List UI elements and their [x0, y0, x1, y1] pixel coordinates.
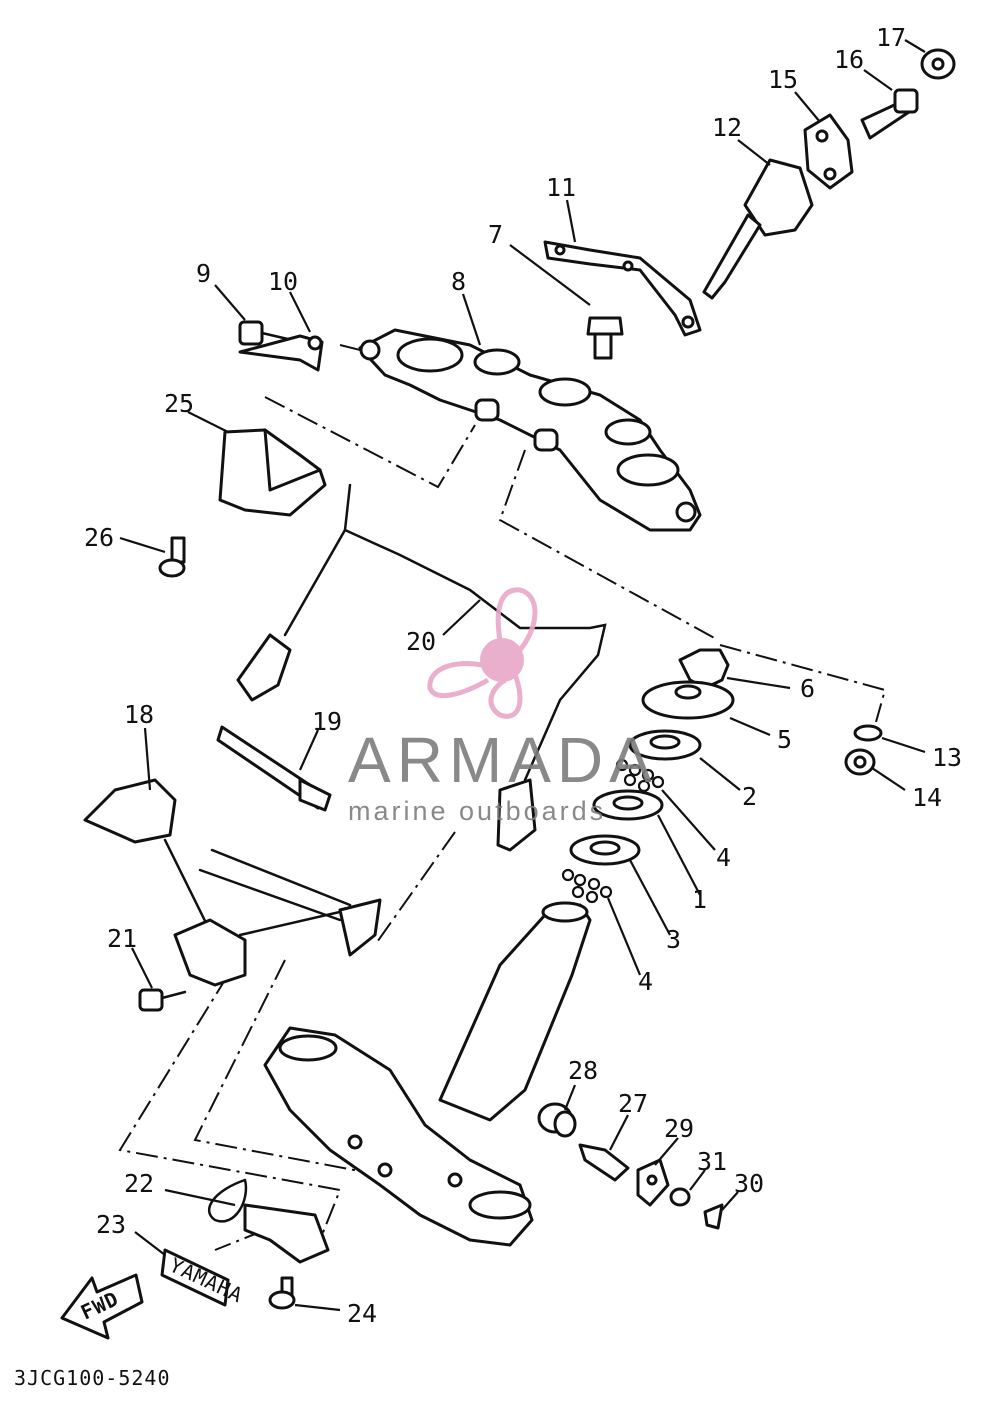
strap-19	[216, 725, 332, 812]
callout-25: 25	[164, 389, 194, 418]
callout-numbers: 1 2 3 4 4 5 6 7 8 9 10 11 12 13 14 15 16…	[84, 23, 962, 1328]
callout-2: 2	[742, 782, 757, 811]
washer-31	[669, 1187, 691, 1207]
callout-26: 26	[84, 523, 114, 552]
plate-29	[636, 1158, 670, 1207]
bolt-21	[138, 988, 187, 1012]
pin-27	[578, 1143, 630, 1182]
bolt-7	[586, 316, 624, 360]
propeller-logo	[427, 587, 538, 719]
lever-12	[702, 158, 814, 300]
callout-12: 12	[712, 113, 742, 142]
spring-22	[208, 1178, 248, 1223]
rod-20	[236, 483, 607, 852]
callout-10: 10	[268, 267, 298, 296]
nut-14	[844, 748, 876, 776]
callout-15: 15	[768, 65, 798, 94]
watermark: ARMADA marine outboards	[348, 587, 658, 826]
callout-6: 6	[800, 674, 815, 703]
callout-14: 14	[912, 783, 942, 812]
callout-1: 1	[692, 885, 707, 914]
callout-16: 16	[834, 45, 864, 74]
watermark-brand: ARMADA	[348, 724, 658, 796]
callout-4-lower: 4	[638, 967, 653, 996]
callout-31: 31	[697, 1147, 727, 1176]
callout-27: 27	[618, 1089, 648, 1118]
cover-22	[243, 1203, 330, 1264]
nut-17	[920, 48, 956, 80]
callout-4-upper: 4	[716, 843, 731, 872]
callout-17: 17	[876, 23, 906, 52]
bracket-18	[83, 778, 382, 987]
steering-stem	[263, 901, 592, 1247]
diagram-code: 3JCG100-5240	[14, 1366, 171, 1390]
pin-30	[703, 1203, 724, 1230]
callout-13: 13	[932, 743, 962, 772]
callout-21: 21	[107, 924, 137, 953]
watermark-tagline: marine outboards	[348, 796, 606, 826]
bolt-26	[158, 536, 186, 578]
emblem-23: YAMAHA	[160, 1248, 247, 1308]
callout-11: 11	[546, 173, 576, 202]
bracket-25	[218, 428, 327, 517]
plate-11	[543, 240, 702, 337]
callout-7: 7	[488, 220, 503, 249]
clamp-15	[803, 113, 854, 190]
callout-22: 22	[124, 1169, 154, 1198]
callout-28: 28	[568, 1056, 598, 1085]
emblem-text: YAMAHA	[166, 1253, 247, 1308]
callout-30: 30	[734, 1169, 764, 1198]
callout-29: 29	[664, 1114, 694, 1143]
callout-5: 5	[777, 725, 792, 754]
callout-19: 19	[312, 707, 342, 736]
screw-24	[268, 1276, 296, 1310]
bolt-16	[860, 88, 919, 140]
callout-3: 3	[666, 925, 681, 954]
leader-lines	[119, 39, 926, 1312]
callout-20: 20	[406, 627, 436, 656]
callout-18: 18	[124, 700, 154, 729]
washer-13	[853, 724, 883, 742]
callout-9: 9	[196, 259, 211, 288]
callout-8: 8	[451, 267, 466, 296]
callout-24: 24	[347, 1299, 377, 1328]
upper-bracket	[358, 328, 702, 532]
bearing-stack	[561, 648, 735, 904]
plate-10	[238, 334, 324, 372]
fwd-arrow: FWD	[60, 1273, 144, 1340]
callout-23: 23	[96, 1210, 126, 1239]
bush-28	[537, 1102, 577, 1138]
